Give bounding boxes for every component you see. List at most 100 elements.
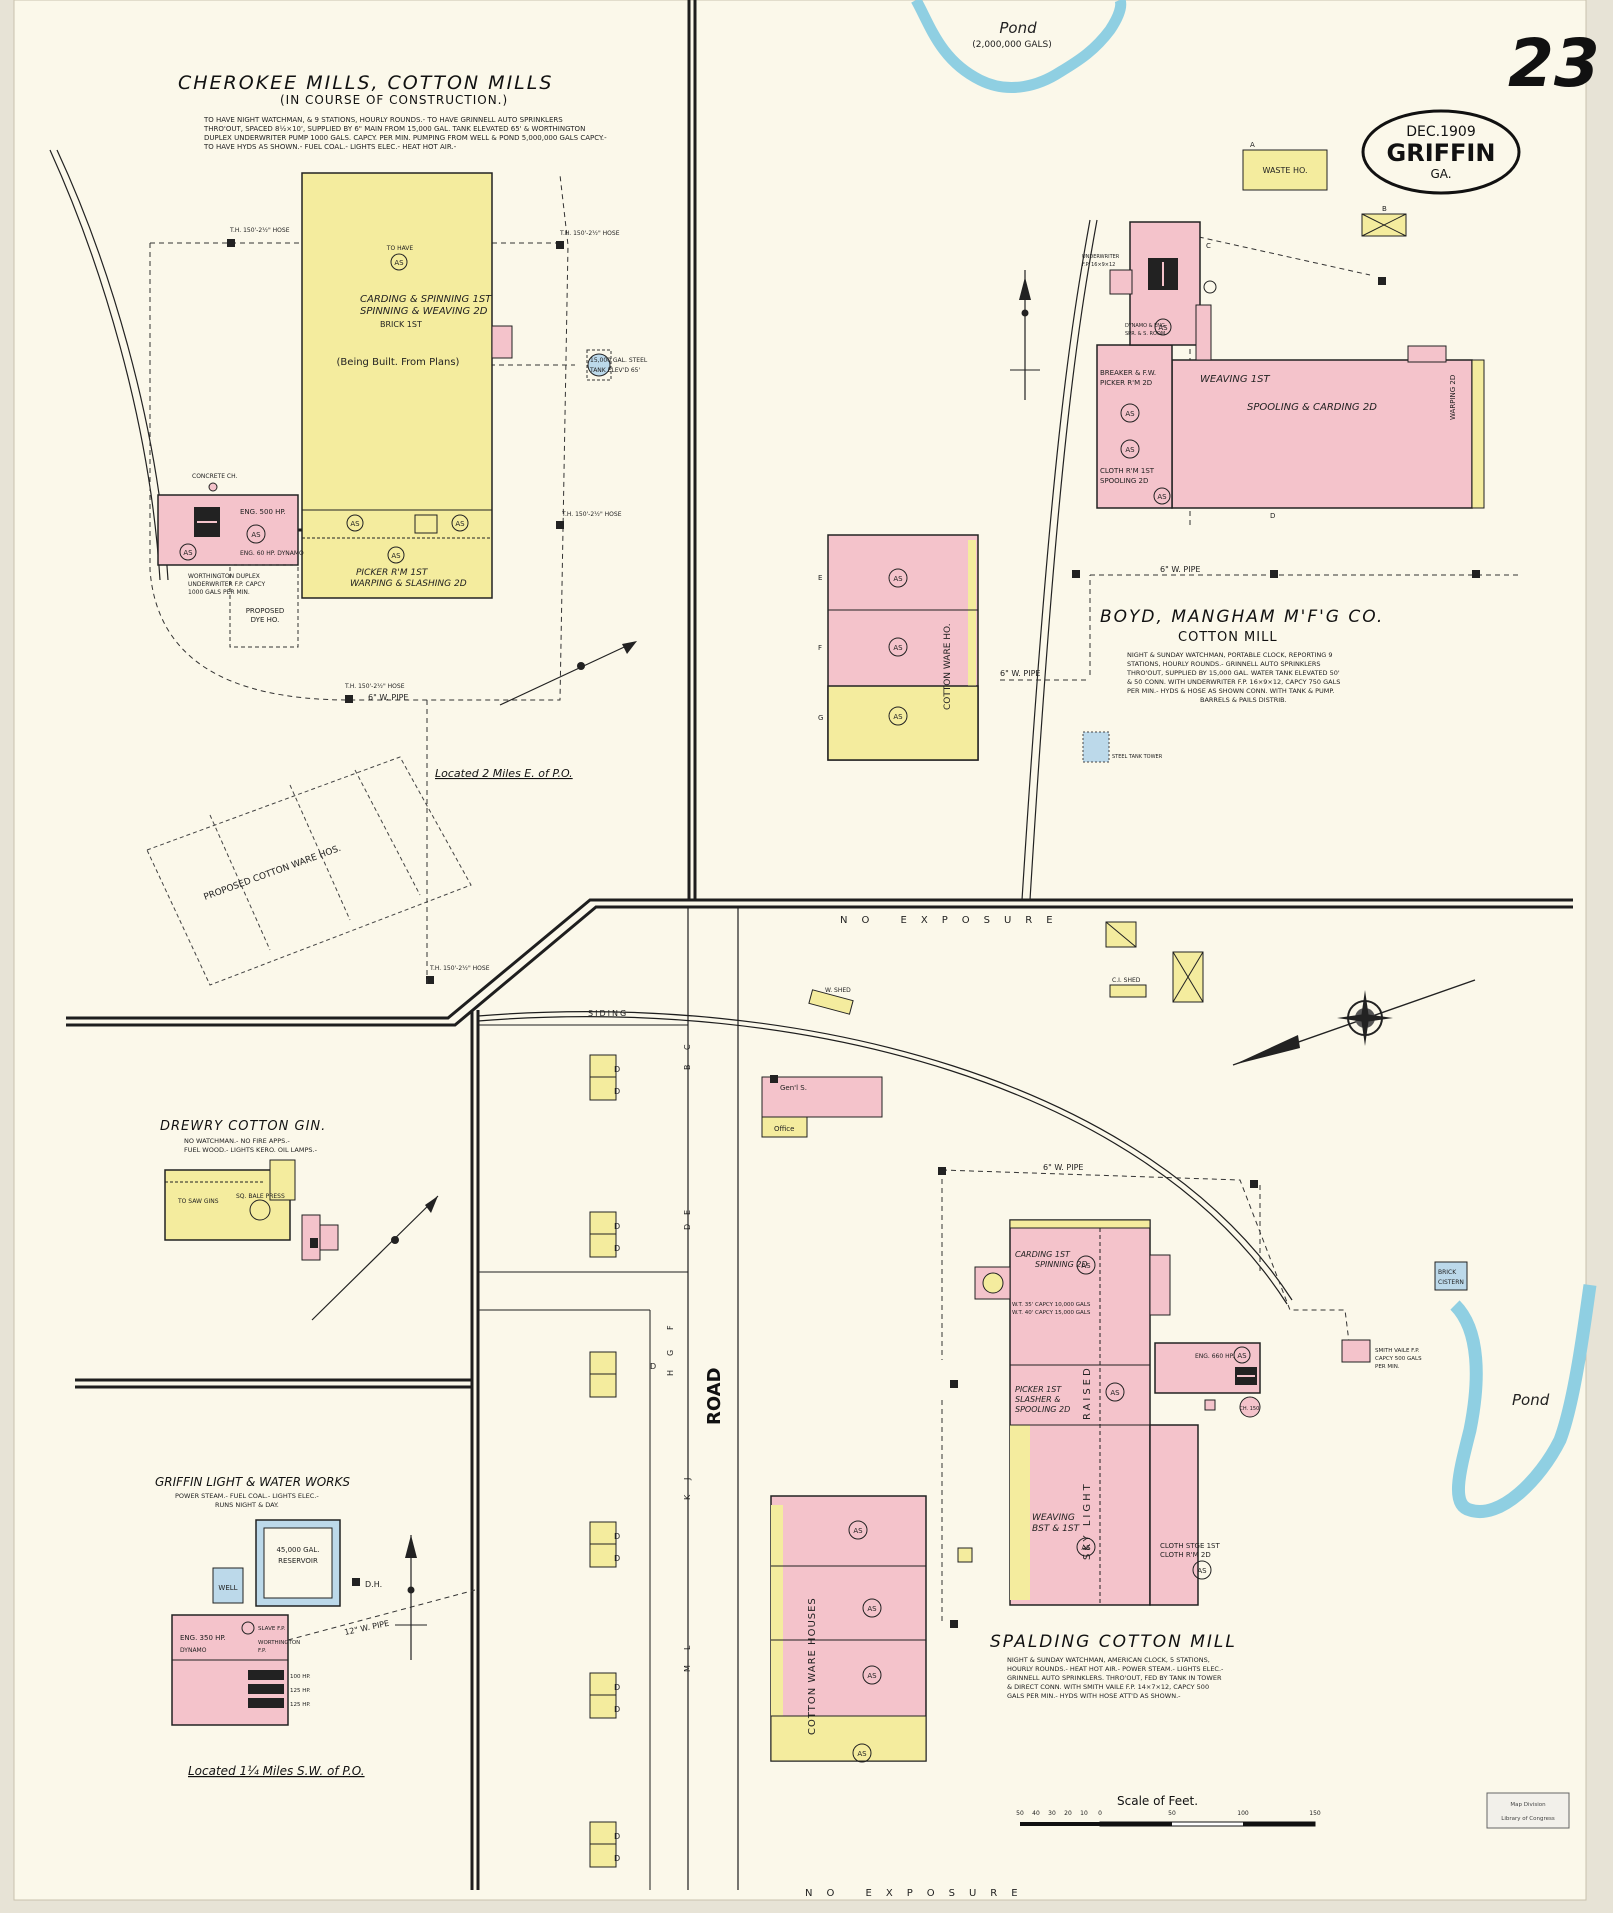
street-letters: C B E D F G H J K L M <box>666 1044 692 1672</box>
svg-text:D: D <box>614 1222 620 1231</box>
svg-text:D: D <box>614 1683 620 1692</box>
svg-text:AS: AS <box>1158 324 1168 332</box>
svg-text:40: 40 <box>1032 1810 1040 1817</box>
cherokee-main-label-3: BRICK 1ST <box>380 320 422 329</box>
svg-text:T.H. 150'-2½" HOSE: T.H. 150'-2½" HOSE <box>561 511 622 518</box>
cherokee-engine-room <box>157 494 299 566</box>
spalding-note-3: GRINNELL AUTO SPRINKLERS. THRO'OUT, FED … <box>1007 1674 1222 1682</box>
griffin-light-block: GRIFFIN LIGHT & WATER WORKS POWER STEAM.… <box>155 1475 476 1778</box>
spalding-chimney <box>1239 1396 1261 1418</box>
svg-text:AS: AS <box>1197 1567 1207 1575</box>
cherokee-picker-1: PICKER R'M 1ST <box>356 568 429 578</box>
cherokee-dye-1: PROPOSED <box>246 607 285 615</box>
griffin-light-note-1: POWER STEAM.- FUEL COAL.- LIGHTS ELEC.- <box>175 1492 319 1500</box>
cherokee-note-4: TO HAVE HYDS AS SHOWN.- FUEL COAL.- LIGH… <box>203 143 457 151</box>
spalding-note-1: NIGHT & SUNDAY WATCHMAN, AMERICAN CLOCK,… <box>1007 1656 1210 1664</box>
svg-text:UNDERWRITER: UNDERWRITER <box>1082 254 1120 260</box>
svg-text:DYNAMO: DYNAMO <box>180 1647 207 1654</box>
svg-text:G: G <box>666 1350 675 1356</box>
boyd-cloth: CLOTH R'M 1ST <box>1100 467 1155 475</box>
spalding-sky-light: SKY LIGHT <box>1082 1481 1093 1560</box>
cherokee-dye-2: DYE HO. <box>251 616 280 624</box>
svg-text:D: D <box>614 1087 620 1096</box>
cherokee-main-label-1: CARDING & SPINNING 1ST <box>360 294 492 305</box>
spalding-title: SPALDING COTTON MILL <box>990 1632 1237 1652</box>
top-pond-capacity: (2,000,000 GALS) <box>972 40 1052 50</box>
cherokee-title: CHEROKEE MILLS, COTTON MILLS <box>178 72 553 94</box>
svg-text:AS: AS <box>893 644 903 652</box>
svg-text:C: C <box>1206 242 1211 250</box>
boyd-waste-house <box>1242 149 1328 191</box>
svg-text:AS: AS <box>893 713 903 721</box>
cherokee-worthington-3: 1000 GALS PER MIN. <box>188 589 250 596</box>
boyd-cotton-ware-ho: COTTON WARE HO. <box>943 623 953 710</box>
spalding-picker-3: SPOOLING 2D <box>1015 1405 1070 1414</box>
drewry-gin-block: DREWRY COTTON GIN. NO WATCHMAN.- NO FIRE… <box>160 1119 439 1321</box>
svg-text:SQ. BALE PRESS: SQ. BALE PRESS <box>236 1193 285 1200</box>
cherokee-water-pipe <box>149 174 575 701</box>
spalding-pipe-label: 6" W. PIPE <box>1043 1163 1083 1172</box>
cherokee-proposed-dye-house <box>229 564 299 648</box>
svg-text:AS: AS <box>1081 1262 1091 1270</box>
ci-shed-label: C.I. SHED <box>1112 977 1141 984</box>
cherokee-tank-2: TANK ELEV'D 65' <box>589 367 640 374</box>
svg-text:T.H. 150'-2½" HOSE: T.H. 150'-2½" HOSE <box>429 965 490 972</box>
svg-text:SLAVE F.P.: SLAVE F.P. <box>258 1626 286 1632</box>
state-name: GA. <box>1430 167 1451 181</box>
sheet-date: DEC.1909 <box>1406 124 1475 140</box>
svg-text:AS: AS <box>867 1672 877 1680</box>
svg-text:CAPCY 500 GALS: CAPCY 500 GALS <box>1375 1356 1422 1362</box>
boyd-weaving: WEAVING 1ST <box>1200 374 1270 385</box>
cherokee-north-arrow <box>499 641 636 706</box>
cherokee-worthington-1: WORTHINGTON DUPLEX <box>188 573 260 580</box>
boyd-title: BOYD, MANGHAM M'F'G CO. <box>1100 607 1384 627</box>
svg-text:F: F <box>818 644 822 652</box>
city-name: GRIFFIN <box>1387 139 1496 167</box>
cherokee-note-1: TO HAVE NIGHT WATCHMAN, & 9 STATIONS, HO… <box>203 116 563 124</box>
svg-text:AS: AS <box>867 1605 877 1613</box>
griffin-well <box>212 1567 244 1604</box>
compass-rose <box>1232 979 1476 1066</box>
office-building: Gen'l S. Office <box>761 1075 883 1138</box>
svg-text:AS: AS <box>391 552 401 560</box>
spalding-note-4: & DIRECT CONN. WITH SMITH VAILE F.P. 14×… <box>1007 1683 1209 1691</box>
scale-label: Scale of Feet. <box>1117 1794 1198 1808</box>
spalding-note-2: HOURLY ROUNDS.- HEAT HOT AIR.- POWER STE… <box>1007 1665 1224 1673</box>
spalding-weaving-2: BST & 1ST <box>1032 1524 1081 1534</box>
cherokee-located: Located 2 Miles E. of P.O. <box>435 767 573 780</box>
spalding-cloth-2: CLOTH R'M 2D <box>1160 1551 1211 1559</box>
cherokee-being-built: (Being Built. From Plans) <box>337 357 460 368</box>
svg-text:Map Division: Map Division <box>1510 1802 1546 1808</box>
boyd-warping: WARPING 2D <box>1449 375 1457 420</box>
cherokee-main-label-2: SPINNING & WEAVING 2D <box>360 306 488 317</box>
spalding-carding-2: SPINNING 2D <box>1035 1260 1088 1269</box>
svg-text:A: A <box>1250 141 1255 149</box>
svg-text:D: D <box>614 1532 620 1541</box>
svg-text:D: D <box>614 1244 620 1253</box>
cherokee-subtitle: (IN COURSE OF CONSTRUCTION.) <box>280 93 508 107</box>
boyd-note-3: THRO'OUT, SUPPLIED BY 15,000 GAL. WATER … <box>1126 669 1340 677</box>
svg-text:Library of Congress: Library of Congress <box>1501 1816 1555 1822</box>
svg-text:M: M <box>683 1665 692 1672</box>
svg-text:TO SAW GINS: TO SAW GINS <box>177 1198 219 1205</box>
no-exposure-bottom: NO EXPOSURE <box>805 1888 1032 1899</box>
svg-text:AS: AS <box>251 531 261 539</box>
cherokee-picker-2: WARPING & SLASHING 2D <box>350 579 467 589</box>
drewry-title: DREWRY COTTON GIN. <box>160 1119 326 1134</box>
svg-text:E: E <box>818 574 822 582</box>
cherokee-eng-1: ENG. 500 HP. <box>240 508 286 516</box>
spalding-east-wing <box>1149 1424 1199 1606</box>
svg-text:E: E <box>683 1210 692 1215</box>
svg-text:AS: AS <box>1081 1544 1091 1552</box>
svg-text:C: C <box>683 1044 692 1050</box>
right-pond-water <box>1450 1284 1597 1518</box>
svg-text:H: H <box>666 1370 675 1376</box>
boyd-subtitle: COTTON MILL <box>1178 630 1278 645</box>
spalding-carding-1: CARDING 1ST <box>1015 1250 1071 1259</box>
siding-label: SIDING <box>588 1009 628 1018</box>
boyd-spooling: SPOOLING & CARDING 2D <box>1247 402 1377 413</box>
svg-text:W.T. 40' CAPCY 15,000 GALS: W.T. 40' CAPCY 15,000 GALS <box>1012 1310 1091 1316</box>
svg-text:D: D <box>683 1224 692 1230</box>
svg-text:F.P. 16×9×12: F.P. 16×9×12 <box>1082 262 1115 268</box>
svg-text:SMITH VAILE F.P.: SMITH VAILE F.P. <box>1375 1348 1420 1354</box>
